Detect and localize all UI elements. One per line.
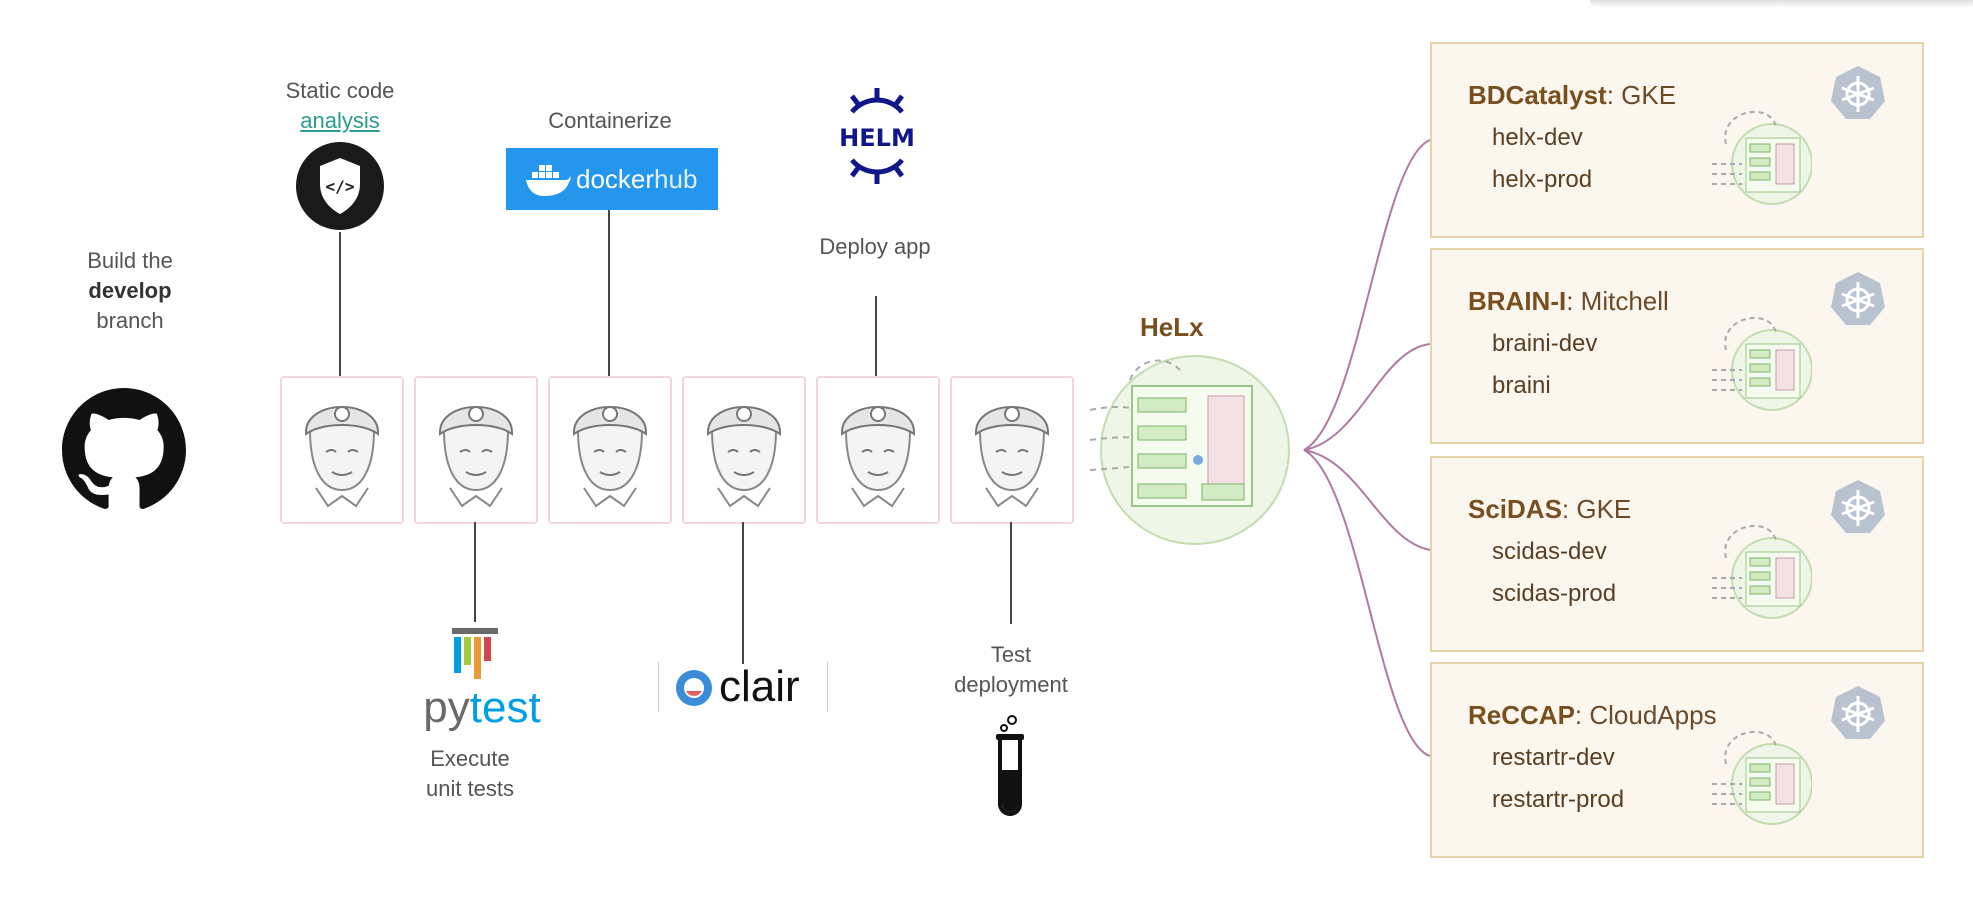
deploy-label: Deploy app <box>819 234 931 259</box>
connector-clair <box>742 522 744 664</box>
environment-namespace: braini-dev <box>1492 330 1598 357</box>
jenkins-step-1 <box>280 376 404 524</box>
jenkins-icon <box>974 406 1050 508</box>
jenkins-step-6 <box>950 376 1074 524</box>
static-analysis-label: Static code analysis <box>260 76 420 136</box>
environment-title: SciDAS: GKE <box>1468 494 1632 524</box>
kubernetes-icon <box>1831 480 1885 533</box>
environment-namespace: helx-dev <box>1492 124 1583 151</box>
jenkins-step-4 <box>682 376 806 524</box>
analysis-link[interactable]: analysis <box>300 108 380 133</box>
cluster-mini-diagram <box>1712 316 1812 411</box>
pytest-icon <box>452 628 498 682</box>
cluster-mini-diagram <box>1712 110 1812 205</box>
connector-static <box>339 232 341 376</box>
containerize-label: Containerize <box>548 108 672 133</box>
shield-code-icon: </> <box>296 142 384 230</box>
environment-namespace: helx-prod <box>1492 166 1593 193</box>
helm-logo: HELM <box>832 84 922 188</box>
kubernetes-icon <box>1831 66 1885 119</box>
test-tube-icon <box>994 714 1026 818</box>
environment-card: BDCatalyst: GKE helx-dev helx-prod <box>1430 42 1924 238</box>
connector-containerize <box>608 210 610 376</box>
clair-icon <box>676 670 712 706</box>
environment-namespace: restartr-dev <box>1492 744 1615 771</box>
build-label: Build the develop branch <box>87 248 173 333</box>
unit-tests-label: Execute unit tests <box>425 746 515 801</box>
environment-namespace: restartr-prod <box>1492 786 1625 813</box>
hub-connectors <box>1303 139 1431 757</box>
pytest-logo-text: pytest <box>423 683 541 732</box>
svg-text:</>: </> <box>326 177 355 196</box>
docker-whale-icon <box>526 165 571 196</box>
environment-title: BRAIN-I: Mitchell <box>1468 286 1669 316</box>
cluster-mini-diagram <box>1712 730 1812 825</box>
connector-test-deploy <box>1010 522 1012 624</box>
jenkins-icon <box>706 406 782 508</box>
environment-namespace: scidas-prod <box>1492 580 1617 607</box>
jenkins-icon <box>438 406 514 508</box>
test-deployment-label: Test deployment <box>954 642 1068 697</box>
jenkins-icon <box>304 406 380 508</box>
connector-pytest <box>474 522 476 622</box>
environment-title: ReCCAP: CloudApps <box>1468 700 1717 730</box>
environment-card: SciDAS: GKE scidas-dev scidas-prod <box>1430 456 1924 652</box>
github-icon <box>62 388 186 512</box>
environment-card: BRAIN-I: Mitchell braini-dev braini <box>1430 248 1924 444</box>
jenkins-step-3 <box>548 376 672 524</box>
helx-label: HeLx <box>1140 312 1204 342</box>
clair-logo: clair <box>658 662 828 712</box>
kubernetes-icon <box>1831 686 1885 739</box>
helx-hub-diagram <box>1089 355 1290 545</box>
environment-card: ReCCAP: CloudApps restartr-dev restartr-pr… <box>1430 662 1924 858</box>
window-shadow <box>1590 0 1973 8</box>
environment-namespace: scidas-dev <box>1492 538 1607 565</box>
kubernetes-icon <box>1831 272 1885 325</box>
jenkins-icon <box>572 406 648 508</box>
cluster-mini-diagram <box>1712 524 1812 619</box>
environment-namespace: braini <box>1492 372 1551 399</box>
connector-deploy <box>875 296 877 376</box>
svg-text:HELM: HELM <box>839 124 915 152</box>
jenkins-step-5 <box>816 376 940 524</box>
environment-title: BDCatalyst: GKE <box>1468 80 1677 110</box>
dockerhub-logo: dockerhub <box>506 148 718 210</box>
jenkins-step-2 <box>414 376 538 524</box>
jenkins-icon <box>840 406 916 508</box>
